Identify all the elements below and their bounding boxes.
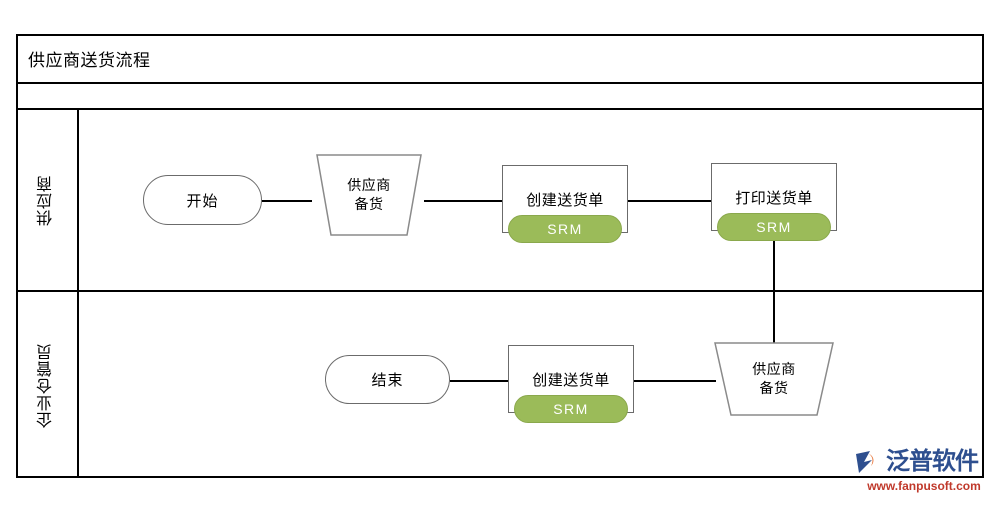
diagram-title: 供应商送货流程 — [28, 50, 151, 70]
swimlane-warehouse: 企业仓管员 — [16, 292, 984, 478]
fanpu-logo-icon — [856, 451, 874, 473]
node-label-line1: 供应商 — [752, 361, 796, 378]
edge-print-to-prepare2 — [773, 240, 775, 345]
swimlane-supplier: 供应商 — [16, 110, 984, 292]
node-label-line2: 备货 — [354, 196, 384, 212]
trapezoid-shape-icon — [316, 154, 422, 236]
node-create-delivery-note-warehouse[interactable]: 创建送货单 SRM — [508, 345, 634, 435]
node-supplier-prepare-label: 供应商 备货 — [313, 153, 425, 237]
node-print-delivery-note[interactable]: 打印送货单 SRM — [711, 163, 837, 253]
swimlane-label-cell-warehouse: 企业仓管员 — [16, 292, 79, 478]
node-print-delivery-note-badge: SRM — [717, 213, 831, 241]
diagram-title-bar: 供应商送货流程 — [16, 34, 984, 84]
swimlane-label-cell-supplier: 供应商 — [16, 110, 79, 290]
watermark-brand-text: 泛普软件 — [886, 448, 979, 475]
node-end[interactable]: 结束 — [325, 355, 450, 404]
edge-prepare2-to-create2 — [634, 380, 716, 382]
node-label-line2: 备货 — [759, 380, 789, 396]
trapezoid-shape-icon — [714, 342, 834, 416]
edge-create2-to-end — [450, 380, 510, 382]
node-supplier-prepare-warehouse[interactable]: 供应商 备货 — [710, 341, 838, 417]
edge-prepare-to-create — [424, 200, 504, 202]
node-create-delivery-note-badge: SRM — [508, 215, 622, 243]
node-supplier-prepare-warehouse-label: 供应商 备货 — [710, 341, 838, 417]
node-label-line1: 供应商 — [347, 177, 391, 194]
edge-start-to-prepare — [262, 200, 312, 202]
swimlane-label-warehouse: 企业仓管员 — [37, 342, 55, 428]
watermark-logo: 泛普软件 www.fanpusoft.com — [854, 446, 994, 498]
node-start[interactable]: 开始 — [143, 175, 262, 225]
watermark-brand-row: 泛普软件 — [854, 446, 994, 478]
node-create-delivery-note-warehouse-badge: SRM — [514, 395, 628, 423]
node-supplier-prepare[interactable]: 供应商 备货 — [313, 153, 425, 237]
header-spacer-row — [16, 84, 984, 110]
edge-create-to-print — [628, 200, 713, 202]
diagram-frame — [16, 34, 984, 478]
swimlane-label-supplier: 供应商 — [37, 174, 55, 226]
watermark-url-text: www.fanpusoft.com — [867, 479, 981, 493]
node-create-delivery-note[interactable]: 创建送货单 SRM — [502, 165, 628, 255]
